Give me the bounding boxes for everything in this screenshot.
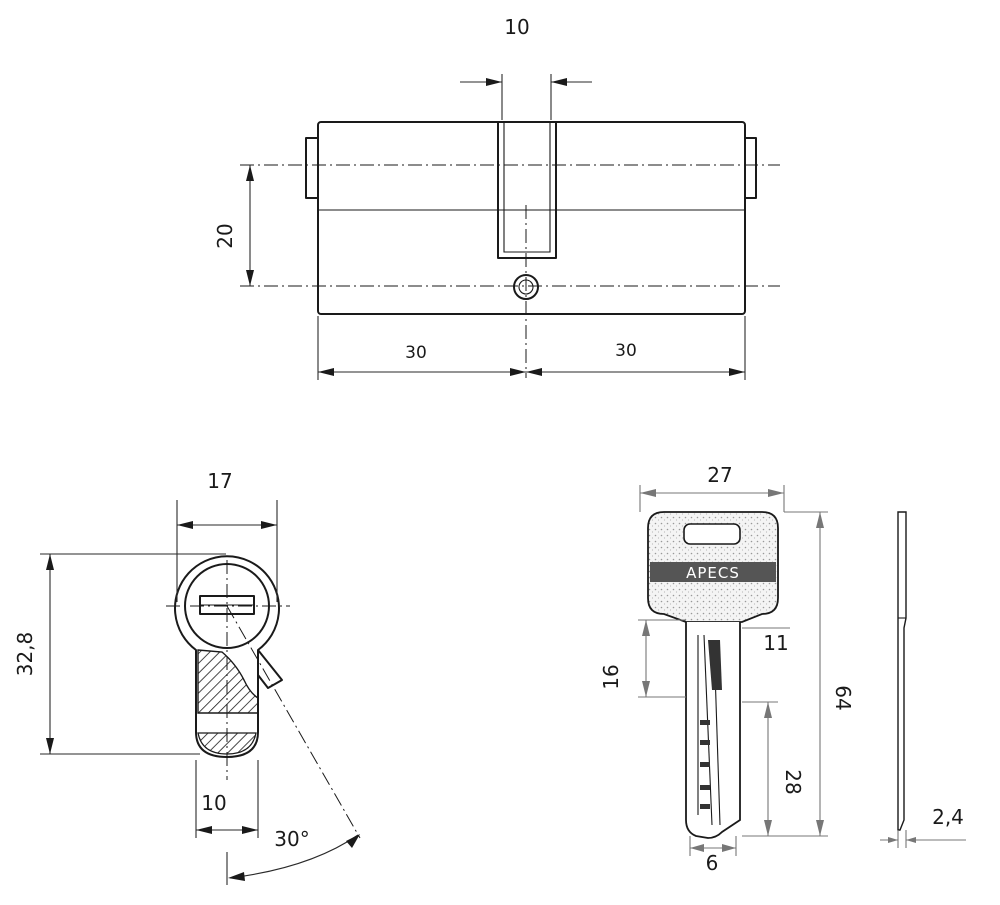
dim-cam-width: 10 bbox=[504, 15, 529, 39]
dim-side-height: 32,8 bbox=[13, 632, 37, 677]
key-view: APECS 27 16 11 64 bbox=[599, 463, 966, 875]
dim-key-head-width: 27 bbox=[707, 463, 732, 487]
key-profile bbox=[897, 511, 907, 831]
right-end-cap bbox=[745, 137, 757, 199]
cam-slot bbox=[497, 122, 557, 259]
side-view: 17 32,8 10 30° bbox=[13, 469, 361, 885]
dim-left: 30 bbox=[405, 343, 427, 363]
cylinder-body bbox=[317, 121, 746, 315]
left-end-cap bbox=[305, 137, 318, 199]
dim-key-blade-width: 6 bbox=[706, 851, 719, 875]
dim-angle: 30° bbox=[274, 827, 309, 851]
key-brand: APECS bbox=[686, 564, 740, 582]
dim-key-neck: 11 bbox=[763, 631, 788, 655]
dim-key-length: 64 bbox=[831, 685, 855, 710]
hatched-section bbox=[197, 649, 259, 714]
dim-side-bottom: 10 bbox=[201, 791, 226, 815]
front-view: 10 20 30 30 bbox=[213, 15, 780, 380]
dim-key-head-height: 16 bbox=[599, 664, 623, 689]
key-blade bbox=[685, 622, 741, 839]
brand-band bbox=[650, 562, 776, 582]
dim-side-width: 17 bbox=[207, 469, 232, 493]
dim-key-thickness: 2,4 bbox=[932, 805, 964, 829]
cam-lever bbox=[257, 649, 283, 689]
dim-right: 30 bbox=[615, 341, 637, 361]
screw-hole bbox=[513, 274, 539, 300]
dim-height: 20 bbox=[213, 223, 237, 248]
dim-key-blade-length: 28 bbox=[781, 769, 805, 794]
keyring-hole bbox=[683, 523, 741, 545]
